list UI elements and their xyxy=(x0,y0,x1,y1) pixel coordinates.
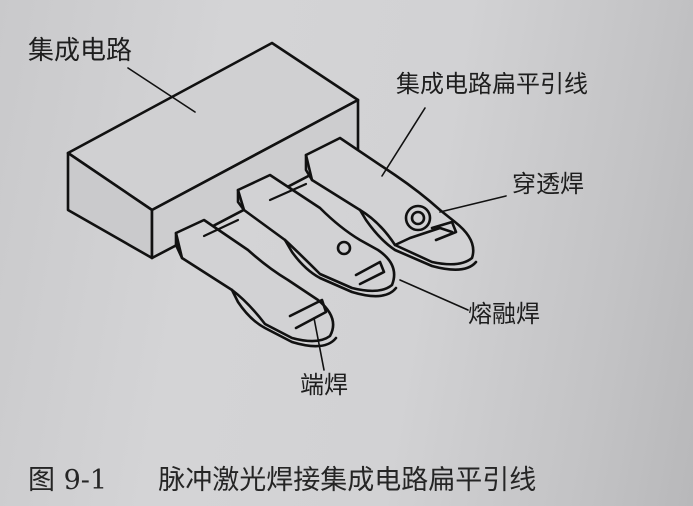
label-flat-leads: 集成电路扁平引线 xyxy=(396,70,588,98)
end-leader-line xyxy=(313,317,325,371)
penetration-leader-line xyxy=(439,195,507,213)
figure-caption: 图 9-1 脉冲激光焊接集成电路扁平引线 xyxy=(28,458,536,497)
lead-penetration xyxy=(304,136,478,271)
fusion-leader-line xyxy=(399,279,469,311)
figure-number: 图 9-1 xyxy=(28,465,108,496)
lead-fusion xyxy=(236,173,398,298)
lead-end xyxy=(174,218,338,348)
ic-body xyxy=(66,41,360,260)
label-end-weld: 端焊 xyxy=(300,371,348,399)
label-ic: 集成电路 xyxy=(28,36,133,66)
label-penetration-weld: 穿透焊 xyxy=(512,170,584,198)
ic-leader-line xyxy=(127,67,196,113)
label-fusion-weld: 熔融焊 xyxy=(468,300,540,328)
figure-title: 脉冲激光焊接集成电路扁平引线 xyxy=(158,465,537,496)
leads-leader-line xyxy=(381,107,426,177)
